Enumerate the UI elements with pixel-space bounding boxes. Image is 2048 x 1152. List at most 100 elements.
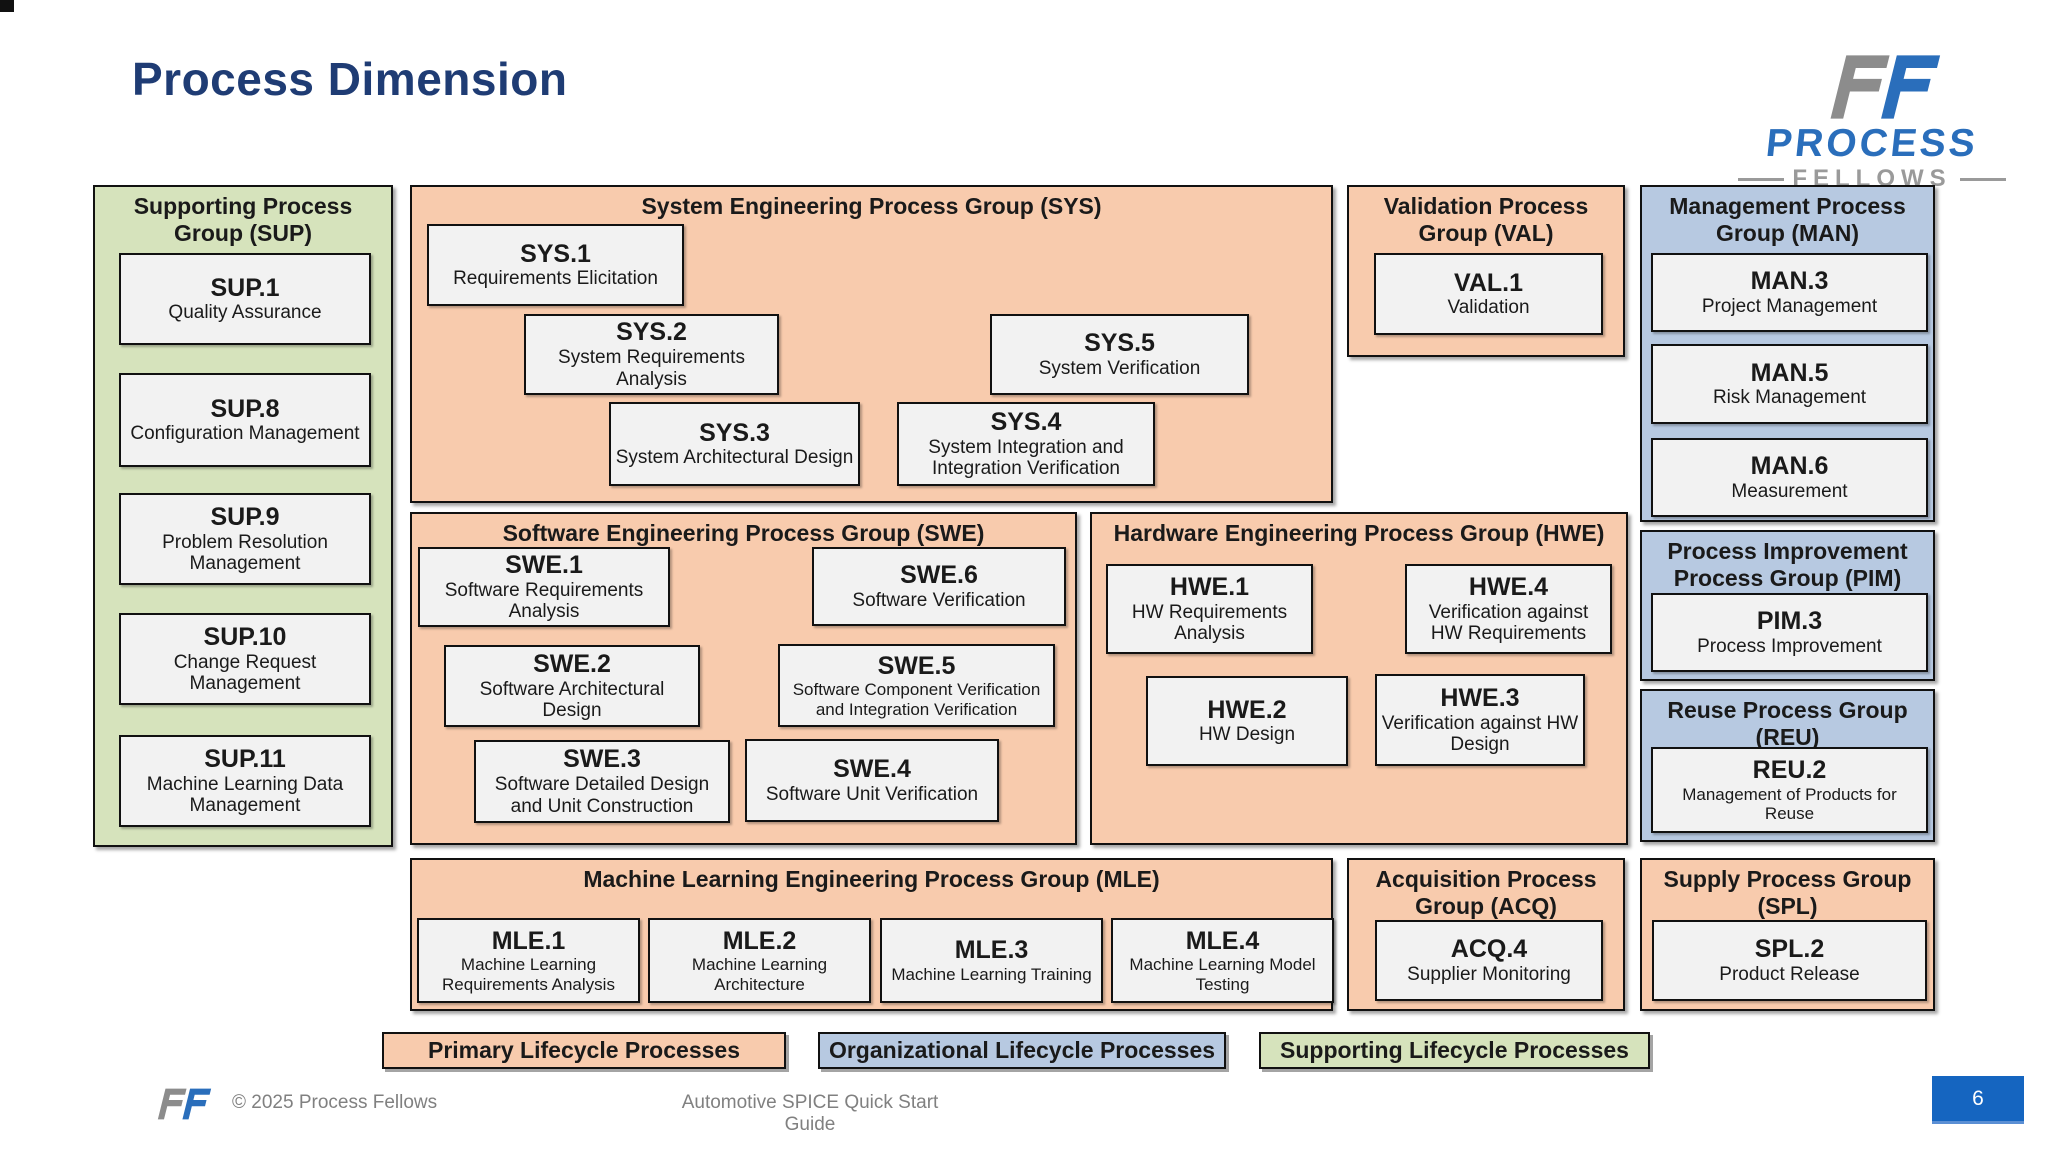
group-acq-title: Acquisition Process Group (ACQ) — [1375, 866, 1597, 920]
process-code: ACQ.4 — [1450, 935, 1528, 964]
process-box-sys1: SYS.1 Requirements Elicitation — [427, 224, 684, 306]
process-box-sup8: SUP.8 Configuration Management — [119, 373, 371, 467]
process-box-mle1: MLE.1 Machine Learning Requirements Anal… — [417, 918, 640, 1003]
process-name: Verification against HW Requirements — [1428, 601, 1589, 645]
group-mle: Machine Learning Engineering Process Gro… — [410, 858, 1334, 1011]
process-name: System Requirements Analysis — [558, 347, 745, 390]
process-box-swe3: SWE.3 Software Detailed Design and Unit … — [474, 740, 730, 823]
process-box-hwe3: HWE.3 Verification against HW Design — [1375, 674, 1585, 766]
process-name: System Verification — [1038, 357, 1201, 379]
process-box-mle4: MLE.4 Machine Learning Model Testing — [1111, 918, 1334, 1003]
footer-document-title: Automotive SPICE Quick Start Guide — [681, 1092, 939, 1135]
process-name: Software Component Verification and Inte… — [792, 680, 1041, 719]
process-code: MAN.6 — [1750, 452, 1829, 481]
process-code: SYS.1 — [520, 239, 591, 268]
process-box-mle3: MLE.3 Machine Learning Training — [880, 918, 1103, 1003]
process-code: SUP.11 — [204, 744, 286, 773]
process-box-swe1: SWE.1 Software Requirements Analysis — [418, 547, 670, 627]
group-swe-title: Software Engineering Process Group (SWE) — [502, 520, 985, 546]
process-code: SUP.8 — [210, 394, 280, 423]
process-name: System Integration and Integration Verif… — [928, 436, 1124, 480]
process-name: Risk Management — [1712, 387, 1867, 409]
process-box-swe2: SWE.2 Software Architectural Design — [444, 645, 700, 727]
process-name: Product Release — [1719, 963, 1860, 985]
process-code: SYS.3 — [699, 418, 770, 447]
process-code: HWE.1 — [1169, 572, 1250, 601]
page-title: Process Dimension — [132, 53, 568, 105]
process-code: SWE.5 — [877, 651, 956, 680]
group-reu-title: Reuse Process Group (REU) — [1667, 697, 1908, 751]
process-code: SYS.2 — [616, 318, 687, 347]
group-man: Management Process Group (MAN) MAN.3 Pro… — [1640, 185, 1935, 522]
group-val: Validation Process Group (VAL) VAL.1 Val… — [1347, 185, 1625, 357]
process-code: SYS.5 — [1084, 329, 1155, 358]
process-name: Software Requirements Analysis — [444, 579, 644, 623]
page-number-badge: 6 — [1932, 1076, 2024, 1124]
process-code: SWE.2 — [533, 649, 611, 678]
process-box-val1: VAL.1 Validation — [1374, 253, 1603, 335]
group-hwe-title: Hardware Engineering Process Group (HWE) — [1113, 520, 1605, 546]
process-name: Machine Learning Data Management — [146, 773, 344, 817]
process-box-acq4: ACQ.4 Supplier Monitoring — [1375, 920, 1603, 1001]
process-box-swe5: SWE.5 Software Component Verification an… — [778, 644, 1055, 727]
logo-process-text: PROCESS — [1763, 122, 1981, 165]
process-code: MLE.2 — [722, 926, 797, 955]
process-code: HWE.3 — [1440, 683, 1520, 712]
process-name: Verification against HW Design — [1381, 712, 1579, 756]
process-name: Project Management — [1701, 295, 1878, 317]
process-code: SUP.9 — [210, 502, 280, 531]
process-code: MLE.3 — [954, 936, 1029, 965]
process-name: Software Unit Verification — [765, 783, 979, 805]
process-box-man5: MAN.5 Risk Management — [1651, 344, 1928, 424]
process-name: Quality Assurance — [168, 302, 322, 324]
process-box-sys5: SYS.5 System Verification — [990, 314, 1249, 395]
process-fellows-logo: PROCESS FELLOWS — [1738, 50, 2007, 191]
group-pim-title: Process Improvement Process Group (PIM) — [1667, 538, 1908, 592]
process-code: SWE.3 — [563, 745, 641, 774]
process-code: SPL.2 — [1754, 935, 1825, 964]
process-name: Software Detailed Design and Unit Constr… — [494, 774, 710, 817]
process-name: Configuration Management — [130, 423, 360, 445]
process-code: SYS.4 — [990, 407, 1062, 436]
process-box-hwe2: HWE.2 HW Design — [1146, 676, 1348, 766]
process-name: Requirements Elicitation — [453, 268, 658, 290]
process-code: SUP.1 — [210, 273, 280, 302]
group-pim: Process Improvement Process Group (PIM) … — [1640, 530, 1935, 681]
group-reu: Reuse Process Group (REU) REU.2 Manageme… — [1640, 689, 1935, 842]
process-box-man3: MAN.3 Project Management — [1651, 253, 1928, 332]
process-name: HW Design — [1198, 724, 1296, 746]
group-swe: Software Engineering Process Group (SWE)… — [410, 512, 1077, 845]
process-code: MAN.3 — [1750, 267, 1829, 296]
process-name: Process Improvement — [1697, 635, 1882, 657]
group-acq: Acquisition Process Group (ACQ) ACQ.4 Su… — [1347, 858, 1625, 1011]
process-box-sup9: SUP.9 Problem Resolution Management — [119, 493, 371, 585]
process-name: Software Architectural Design — [479, 678, 665, 722]
legend-supporting-lifecycle: Supporting Lifecycle Processes — [1259, 1032, 1650, 1069]
process-name: Machine Learning Requirements Analysis — [442, 955, 615, 994]
process-code: REU.2 — [1752, 756, 1827, 785]
process-code: SWE.4 — [833, 755, 911, 784]
group-sys: System Engineering Process Group (SYS) S… — [410, 185, 1333, 503]
process-box-hwe4: HWE.4 Verification against HW Requiremen… — [1405, 564, 1612, 654]
legend-label: Organizational Lifecycle Processes — [828, 1037, 1216, 1063]
process-name: HW Requirements Analysis — [1131, 601, 1288, 645]
group-mle-title: Machine Learning Engineering Process Gro… — [583, 866, 1160, 892]
process-box-sup1: SUP.1 Quality Assurance — [119, 253, 371, 345]
group-val-title: Validation Process Group (VAL) — [1383, 193, 1589, 247]
process-box-mle2: MLE.2 Machine Learning Architecture — [648, 918, 871, 1003]
process-code: SWE.6 — [900, 561, 978, 590]
process-name: System Architectural Design — [615, 447, 854, 469]
process-name: Software Verification — [852, 589, 1026, 611]
footer-copyright: © 2025 Process Fellows — [232, 1092, 438, 1113]
legend-primary-lifecycle: Primary Lifecycle Processes — [382, 1032, 786, 1069]
group-spl-title: Supply Process Group (SPL) — [1663, 866, 1912, 920]
process-name: Measurement — [1731, 480, 1848, 502]
process-box-swe6: SWE.6 Software Verification — [812, 547, 1066, 626]
process-name: Machine Learning Architecture — [691, 955, 828, 994]
process-code: SUP.10 — [203, 622, 287, 651]
logo-left-line — [1738, 177, 1785, 181]
pf-logo-icon — [1830, 55, 1941, 119]
group-sup-title: Supporting Process Group (SUP) — [133, 193, 353, 247]
process-box-sup11: SUP.11 Machine Learning Data Management — [119, 735, 371, 827]
